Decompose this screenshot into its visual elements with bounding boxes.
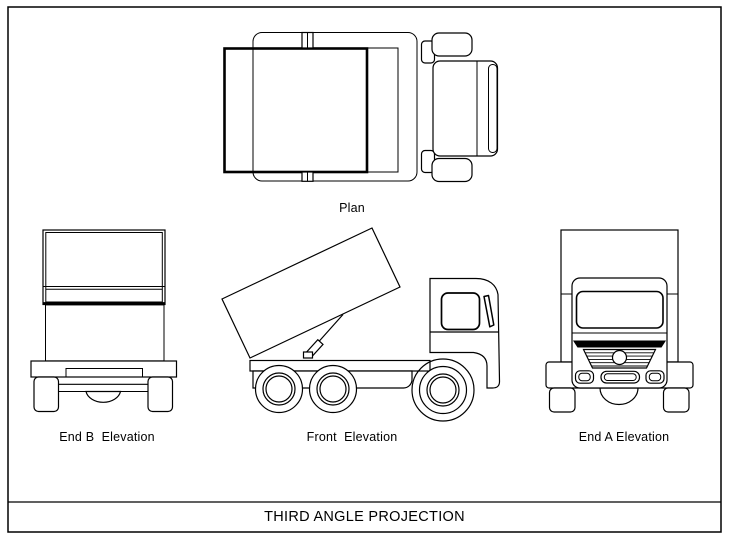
front-elevation-drawing [221,227,501,422]
end-b-elevation-label: End B Elevation [59,429,155,444]
plan-hinge-tab-bottom [301,171,314,182]
plan-view-label: Plan [339,200,365,215]
endb-wheel-left [33,376,60,413]
border-frame [7,6,722,533]
plan-windshield-strip [488,64,498,153]
front-wheel-arch [411,358,475,422]
front-front-wheel [411,358,475,422]
enda-diff-housing [599,387,639,406]
plan-chassis-outline [252,32,418,182]
enda-grille [582,348,657,369]
end-a-elevation-drawing [545,229,694,413]
front-hydraulic-ram [302,314,344,359]
endb-wheel-right [147,376,174,413]
front-rear-wheel-2 [308,364,358,414]
plan-bed-outline [223,47,399,173]
front-cab-body [429,277,501,389]
plan-view-drawing [223,31,499,183]
plan-bed-body [223,47,369,174]
endb-rear-body [45,304,165,362]
enda-fog-lamp-right [645,370,665,384]
plan-front-wheel-top [420,32,473,64]
enda-grille-logo [611,349,628,366]
endb-tipper-rear-panel [42,229,166,306]
enda-wheel-left [548,387,576,413]
sheet-border [7,6,722,533]
enda-wiper-panel [573,340,666,348]
enda-wheel-right [662,387,690,413]
endb-license-plate [65,368,143,378]
plan-cab-roof [432,60,499,157]
title-block-text: THIRD ANGLE PROJECTION [264,509,465,525]
endb-differential [85,390,122,403]
front-tipper-bed [221,227,401,359]
front-cab-window [440,292,481,331]
plan-hinge-tab-top [301,31,314,49]
front-rear-wheel-1 [254,364,304,414]
end-b-elevation-drawing [30,229,178,413]
endb-tipper-rear-inner [45,232,163,303]
front-cab-quarter-window [483,294,495,328]
end-a-elevation-label: End A Elevation [578,429,670,444]
front-elevation-label: Front Elevation [306,429,398,444]
enda-windshield [575,290,664,329]
enda-bumper-vent [600,370,641,384]
plan-front-wheel-bottom [420,149,473,183]
enda-fog-lamp-left [574,370,595,384]
